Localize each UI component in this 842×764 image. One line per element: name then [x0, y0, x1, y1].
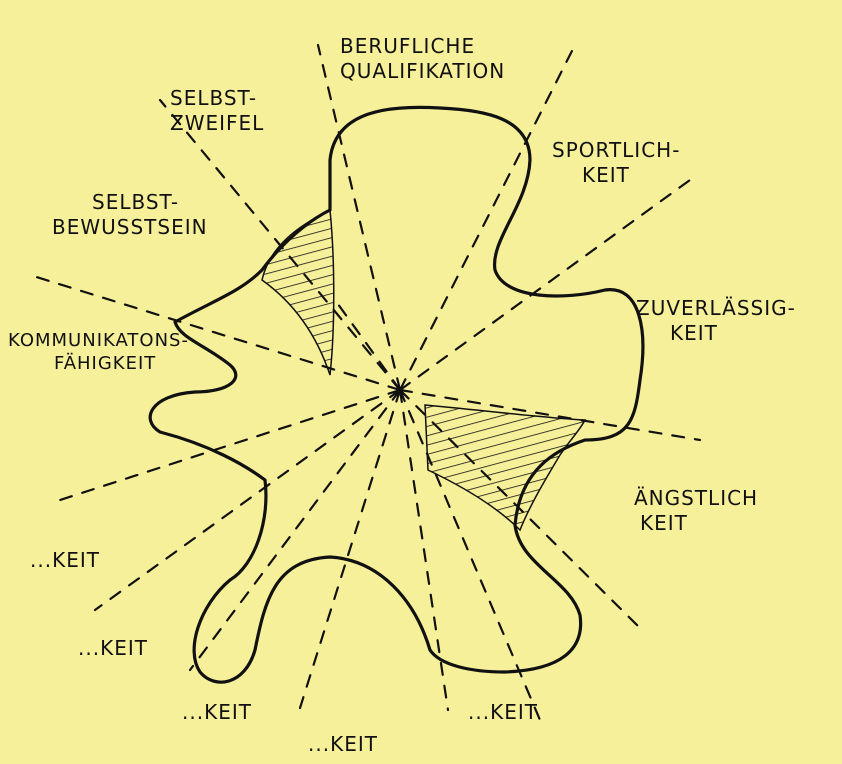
label-line: ...KEIT	[308, 732, 378, 757]
label-berufliche-qualifikation: BERUFLICHE QUALIFIKATION	[340, 34, 505, 84]
label-line: ZWEIFEL	[170, 111, 264, 136]
label-line: BERUFLICHE	[340, 34, 505, 59]
label-line: ...KEIT	[468, 700, 538, 725]
label-line: SELBST-	[170, 86, 264, 111]
label-line: KEIT	[634, 511, 758, 536]
label-zuverlaessigkeit: ZUVERLÄSSIG- KEIT	[636, 296, 796, 346]
label-line: ...KEIT	[78, 636, 148, 661]
label-line: ...KEIT	[182, 700, 252, 725]
label-line: ÄNGSTLICH	[634, 486, 758, 511]
label-keit-2: ...KEIT	[78, 636, 148, 661]
label-keit-4: ...KEIT	[308, 732, 378, 757]
label-kommunikationsfaehigkeit: KOMMUNIKATONS- FÄHIGKEIT	[8, 330, 189, 375]
label-line: SELBST-	[52, 190, 208, 215]
label-line: BEWUSSTSEIN	[52, 215, 208, 240]
label-keit-1: ...KEIT	[30, 548, 100, 573]
label-keit-3: ...KEIT	[182, 700, 252, 725]
hatched-region-selbstbewusstsein	[262, 210, 334, 375]
label-keit-5: ...KEIT	[468, 700, 538, 725]
label-line: ...KEIT	[30, 548, 100, 573]
label-line: FÄHIGKEIT	[8, 353, 189, 376]
hatched-region-aengstlichkeit	[425, 405, 585, 530]
label-selbstzweifel: SELBST- ZWEIFEL	[170, 86, 264, 136]
label-sportlichkeit: SPORTLICH- KEIT	[552, 138, 680, 188]
label-selbstbewusstsein: SELBST- BEWUSSTSEIN	[52, 190, 208, 240]
label-line: KOMMUNIKATONS-	[8, 330, 189, 353]
label-aengstlichkeit: ÄNGSTLICH KEIT	[634, 486, 758, 536]
label-line: KEIT	[552, 163, 680, 188]
label-line: ZUVERLÄSSIG-	[636, 296, 796, 321]
label-line: KEIT	[636, 321, 796, 346]
label-line: SPORTLICH-	[552, 138, 680, 163]
label-line: QUALIFIKATION	[340, 59, 505, 84]
